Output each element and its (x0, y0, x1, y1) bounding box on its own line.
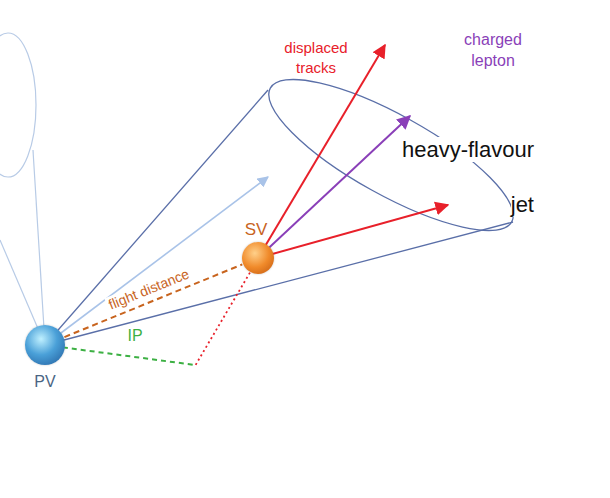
ip-label-box: IP (115, 327, 155, 345)
ip-label: IP (127, 327, 142, 344)
vertex-label: PV (34, 373, 55, 391)
impact-parameter-line (45, 345, 195, 365)
jet-label-box: heavy-flavour jet (388, 122, 534, 232)
jet-cone (45, 53, 531, 345)
flight-distance-line (64, 264, 242, 337)
faint-cone (0, 33, 45, 345)
lepton-track (258, 116, 410, 258)
track-label-box: displaced tracks (271, 38, 361, 78)
primary-vertex: PV (25, 325, 65, 365)
lepton-label-box: charged lepton (453, 29, 533, 71)
lepton-label: charged lepton (464, 31, 522, 69)
secondary-vertex: SV (242, 242, 274, 274)
jet-label: heavy-flavour jet (402, 137, 534, 217)
displaced-track (258, 45, 385, 258)
vertex-label: SV (245, 220, 268, 240)
jet-axis-arrow (45, 177, 268, 345)
edge-label: flight distance (104, 264, 193, 313)
track-label: displaced tracks (284, 39, 347, 76)
